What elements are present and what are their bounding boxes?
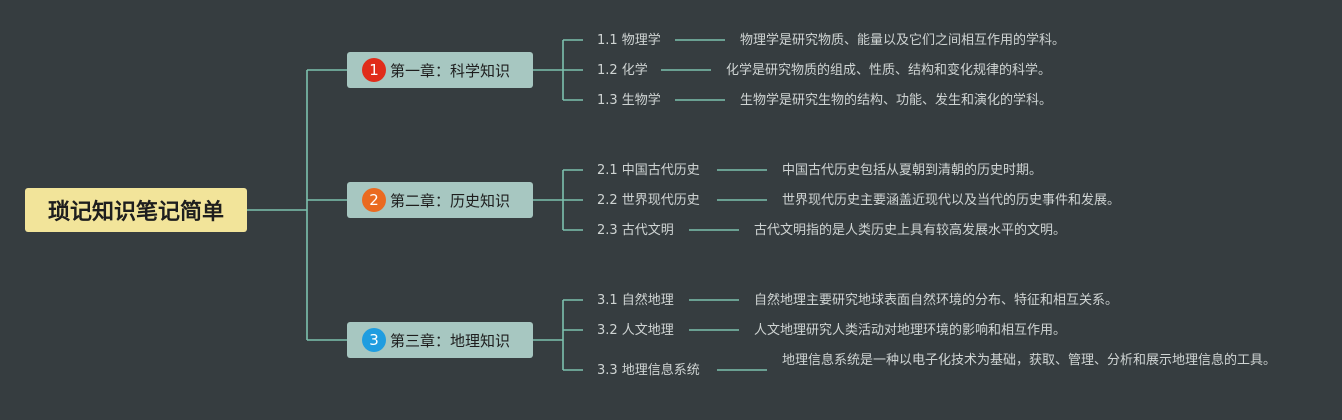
chapter-node-geography[interactable]: 3 第三章：地理知识 (347, 322, 533, 358)
topic-gis[interactable]: 3.3 地理信息系统 (597, 363, 700, 378)
topic-chemistry[interactable]: 1.2 化学 (597, 63, 648, 78)
topic-ancient-civilization[interactable]: 2.3 古代文明 (597, 223, 674, 238)
chapter-node-science[interactable]: 1 第一章：科学知识 (347, 52, 533, 88)
topic-ancient-chinese-history-description: 中国古代历史包括从夏朝到清朝的历史时期。 (782, 163, 1043, 178)
topic-biology-description: 生物学是研究生物的结构、功能、发生和演化的学科。 (740, 93, 1053, 108)
number-badge-3: 3 (362, 328, 386, 352)
chapter-node-history[interactable]: 2 第二章：历史知识 (347, 182, 533, 218)
chapter-title: 第一章：科学知识 (390, 61, 511, 80)
topic-ancient-civilization-description: 古代文明指的是人类历史上具有较高发展水平的文明。 (754, 223, 1067, 238)
number-badge-2: 2 (362, 188, 386, 212)
topic-gis-description: 地理信息系统是一种以电子化技术为基础，获取、管理、分析和展示地理信息的工具。 (782, 353, 1277, 368)
root-node[interactable]: 琐记知识笔记简单 (25, 188, 247, 232)
topic-human-geography-description: 人文地理研究人类活动对地理环境的影响和相互作用。 (754, 323, 1067, 338)
topic-ancient-chinese-history[interactable]: 2.1 中国古代历史 (597, 163, 700, 178)
topic-modern-world-history[interactable]: 2.2 世界现代历史 (597, 193, 700, 208)
number-badge-1: 1 (362, 58, 386, 82)
topic-physics[interactable]: 1.1 物理学 (597, 33, 661, 48)
topic-biology[interactable]: 1.3 生物学 (597, 93, 661, 108)
topic-physical-geography[interactable]: 3.1 自然地理 (597, 293, 674, 308)
topic-physics-description: 物理学是研究物质、能量以及它们之间相互作用的学科。 (740, 33, 1066, 48)
topic-physical-geography-description: 自然地理主要研究地球表面自然环境的分布、特征和相互关系。 (754, 293, 1119, 308)
chapter-title: 第二章：历史知识 (390, 191, 511, 210)
topic-human-geography[interactable]: 3.2 人文地理 (597, 323, 674, 338)
topic-modern-world-history-description: 世界现代历史主要涵盖近现代以及当代的历史事件和发展。 (782, 193, 1121, 208)
topic-chemistry-description: 化学是研究物质的组成、性质、结构和变化规律的科学。 (726, 63, 1052, 78)
chapter-title: 第三章：地理知识 (390, 331, 511, 350)
root-title: 琐记知识笔记简单 (47, 200, 224, 225)
